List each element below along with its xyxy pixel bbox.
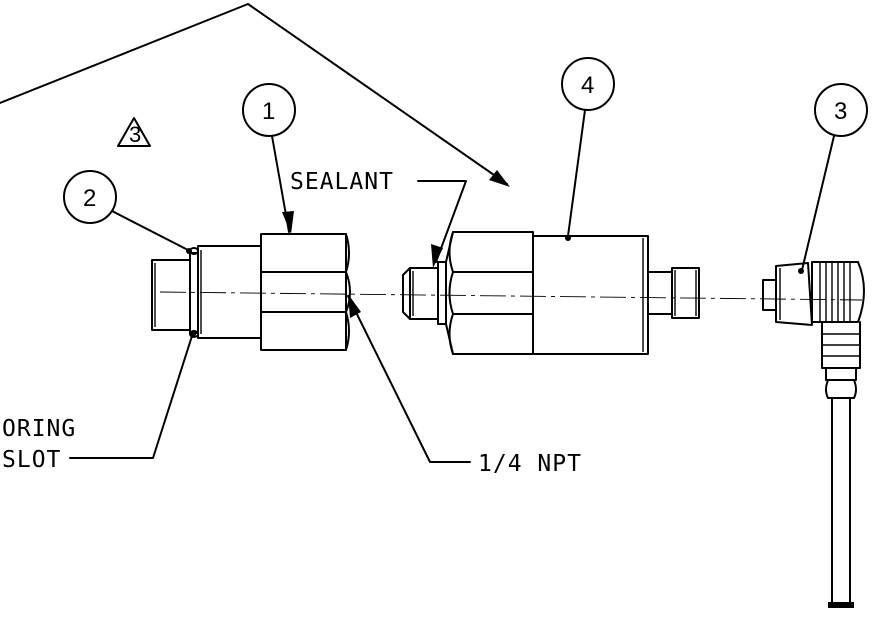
svg-text:4: 4: [581, 72, 594, 99]
sealant-note: SEALANT: [290, 169, 467, 268]
svg-text:2: 2: [83, 185, 96, 212]
svg-text:1: 1: [262, 98, 275, 125]
revision-triangle: 3: [117, 117, 151, 147]
part-4-adapter: [402, 231, 700, 355]
svg-text:SLOT: SLOT: [2, 447, 61, 473]
svg-text:3: 3: [834, 98, 847, 125]
svg-text:SEALANT: SEALANT: [290, 169, 394, 195]
callout-balloon-3: 3: [798, 83, 868, 274]
svg-text:ORING: ORING: [2, 416, 76, 442]
svg-text:1/4 NPT: 1/4 NPT: [478, 451, 582, 477]
callout-balloon-1: 1: [242, 83, 296, 234]
callout-balloon-4: 4: [561, 57, 615, 241]
part-3-cable-connector: [762, 261, 865, 608]
top-leader-lines: [0, 3, 510, 187]
thread-note: 1/4 NPT: [347, 294, 582, 477]
oring-slot-note: ORING SLOT: [2, 331, 196, 473]
svg-text:3: 3: [129, 122, 141, 147]
callout-balloon-2: 2: [63, 170, 192, 254]
center-line: [159, 291, 863, 301]
